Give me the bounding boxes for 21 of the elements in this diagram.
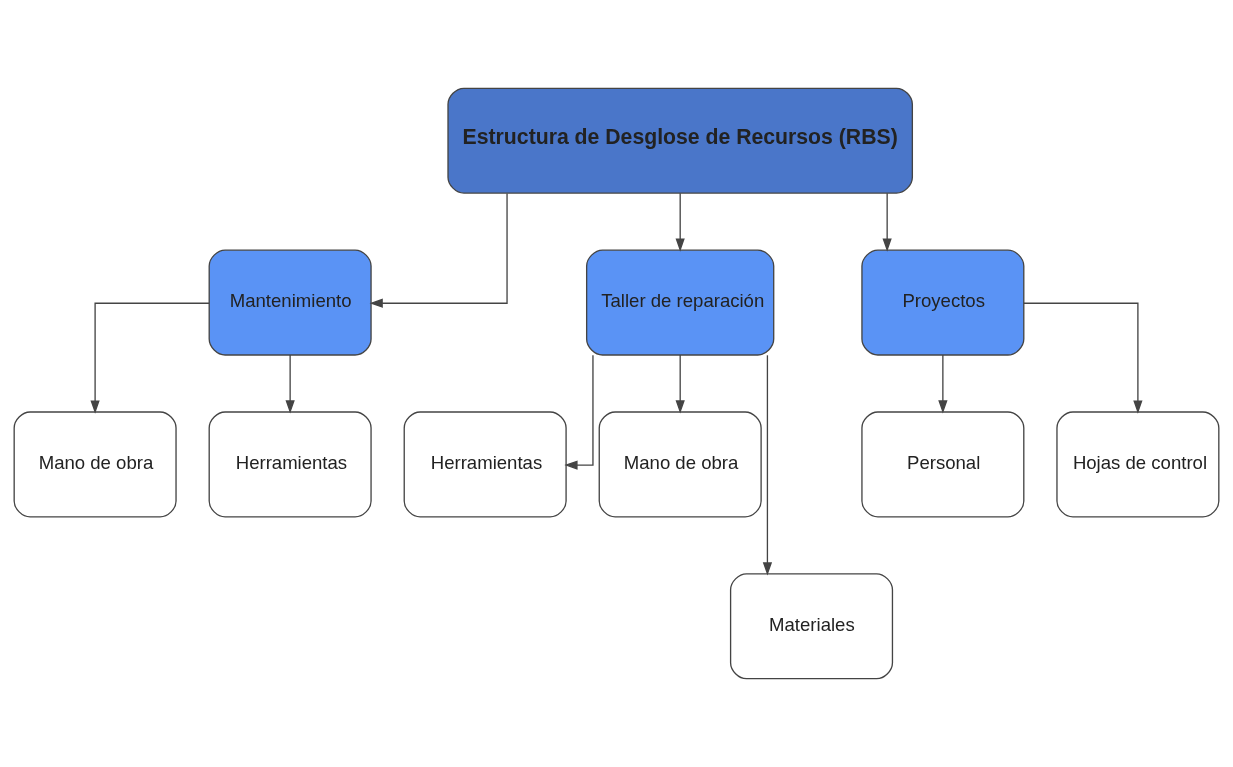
node-box: Estructura de Desglose de Recursos (RBS) (447, 87, 914, 194)
arrow (285, 354, 295, 414)
arrow (675, 192, 685, 252)
arrow (938, 354, 948, 414)
node-box: Mano de obra (598, 411, 762, 518)
arrow (1023, 302, 1143, 414)
node-box: Hojas de control (1056, 411, 1220, 518)
node-box: Materiales (729, 573, 894, 680)
node-box: Taller de reparación (586, 249, 775, 356)
node-box: Personal (861, 411, 1025, 518)
node-box: Proyectos (861, 249, 1025, 356)
arrow (90, 302, 210, 414)
arrow (882, 192, 892, 252)
arrow (369, 192, 508, 308)
arrow (675, 354, 685, 414)
node-box: Herramientas (403, 411, 567, 518)
node-box: Mantenimiento (208, 249, 372, 356)
node-box: Mano de obra (13, 411, 177, 518)
arrow (762, 354, 773, 576)
arrow (564, 354, 594, 470)
node-box: Herramientas (208, 411, 372, 518)
